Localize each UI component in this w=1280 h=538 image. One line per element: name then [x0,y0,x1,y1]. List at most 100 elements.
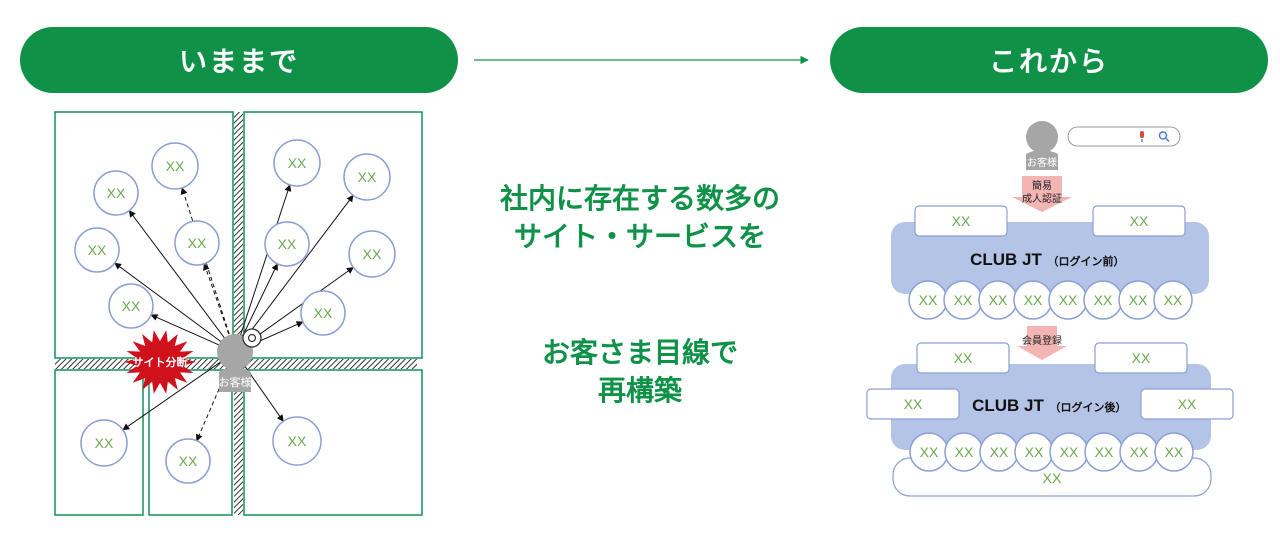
left-node-label: XX [363,246,382,262]
left-node [264,221,310,267]
left-arrow [244,266,354,346]
club-node-label: XX [1025,444,1044,460]
center-line-2: サイト・サービスを [513,220,766,253]
center-line-4: 再構築 [597,374,682,407]
right-customer-body [1026,150,1058,170]
step1-label-1: 簡易 [1032,179,1052,192]
club-before-side-left-label: XX [952,213,971,229]
left-arrow [128,210,229,343]
left-node [165,438,211,484]
step2-arrow [1017,326,1067,360]
club-node-label: XX [989,292,1008,308]
left-node-label: XX [358,169,377,185]
before-header-label: いままで [178,45,299,78]
center-message-top: 社内に存在する数多の サイト・サービスを [450,180,830,256]
left-node [343,153,391,201]
search-icon-bubble [242,328,262,348]
left-panel-bottom-right [243,369,423,516]
left-arrow [238,184,292,341]
step1-arrow [1012,176,1072,212]
club-node-label: XX [1129,292,1148,308]
search-bar [1067,126,1181,147]
club-before-sub: （ログイン前） [1048,254,1125,268]
club-after-bottom-label: XX [1043,470,1062,486]
burst-shape [124,330,196,394]
left-node [151,142,199,190]
left-node-label: XX [107,185,126,201]
left-arrow [114,262,226,346]
club-node-label: XX [1059,292,1078,308]
club-node-label: XX [919,292,938,308]
search-icon-right-handle [1165,137,1170,143]
club-node-label: XX [1165,444,1184,460]
club-after-box [891,364,1211,450]
center-message-bottom: お客さま目線で 再構築 [450,334,830,410]
left-node [348,230,396,278]
step2-label: 会員登録 [1022,334,1062,347]
left-node [272,416,322,466]
left-node-label: XX [95,435,114,451]
club-before-box [891,222,1209,294]
left-node-label: XX [314,305,333,321]
club-node-label: XX [990,444,1009,460]
left-node [273,139,321,187]
club-node-label: XX [955,444,974,460]
club-node-label: XX [1164,292,1183,308]
left-node [80,419,128,467]
club-node [1154,432,1194,472]
club-before-side-right-label: XX [1130,213,1149,229]
club-after-side-right-label: XX [1178,396,1197,412]
club-after-top-right-label: XX [1132,350,1151,366]
search-icon-right [1158,131,1168,140]
left-node-label: XX [88,242,107,258]
club-node-label: XX [1094,292,1113,308]
divider-vertical [234,112,243,515]
club-after-side-right [1140,388,1234,420]
left-node-label: XX [122,298,141,314]
club-before-nodes: XX XX XX XX XX XX XX XX [908,280,1193,320]
club-before-side-right [1092,205,1186,237]
left-node [108,283,154,329]
left-arrow [122,358,226,431]
left-node [174,220,220,266]
left-node-label: XX [288,433,307,449]
after-header: これから [830,27,1268,93]
right-customer-head [1026,121,1058,153]
step1-label-2: 成人認証 [1022,192,1062,205]
club-after-top-left-label: XX [954,350,973,366]
club-node-label: XX [1095,444,1114,460]
burst-label: サイト分断 [133,355,188,369]
club-node-label: XX [920,444,939,460]
left-node [300,290,346,336]
club-after-title: CLUB JT [972,396,1044,415]
left-node-label: XX [179,453,198,469]
left-node [93,170,139,216]
center-line-1: 社内に存在する数多の [499,182,780,215]
club-after-top-right [1094,342,1188,374]
mic-icon [1140,131,1144,138]
left-node-label: XX [166,158,185,174]
left-customer-body [219,367,251,392]
club-after-side-left [866,388,960,420]
left-customer: お客様 [217,328,262,392]
club-after-top-left [916,342,1010,374]
left-node [74,227,120,273]
club-node-label: XX [1060,444,1079,460]
left-node-label: XX [278,236,297,252]
club-node-label: XX [954,292,973,308]
club-node-label: XX [1024,292,1043,308]
left-arrow [150,314,225,348]
left-arrow [241,194,354,343]
left-node-label: XX [188,235,207,251]
club-node [1153,280,1193,320]
club-after-sub: （ログイン後） [1050,400,1127,414]
before-header: いままで [20,27,458,93]
site-split-burst: サイト分断 [124,330,196,394]
left-arrow [239,263,278,342]
after-header-label: これから [988,45,1109,78]
right-customer-label: お客様 [1027,156,1057,169]
